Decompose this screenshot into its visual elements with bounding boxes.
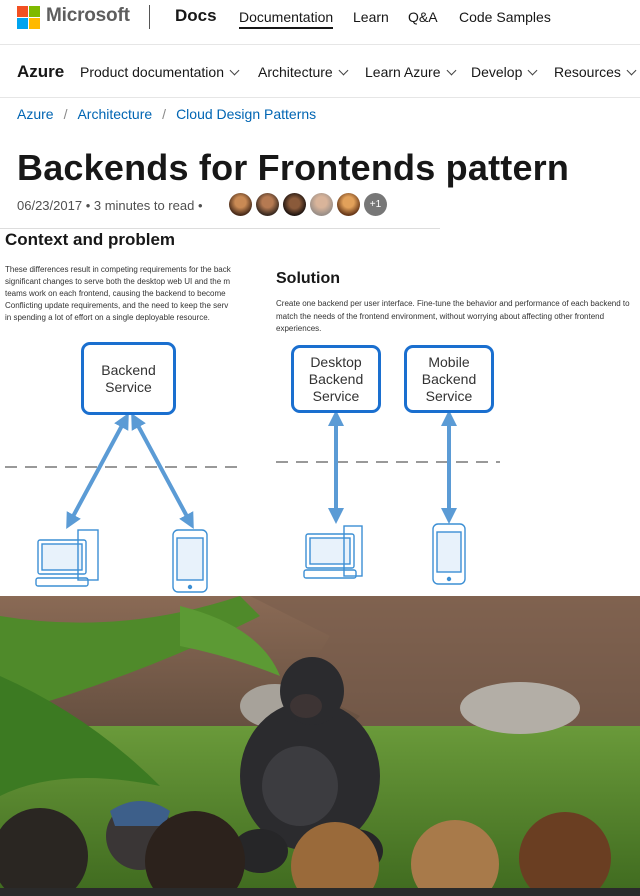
avatar[interactable] — [229, 193, 252, 216]
subnav-architecture[interactable]: Architecture — [258, 64, 349, 80]
chevron-down-icon — [446, 65, 456, 75]
top-header: Microsoft Docs Documentation Learn Q&A C… — [0, 0, 640, 36]
solution-line: experiences. — [276, 324, 322, 333]
avatar[interactable] — [337, 193, 360, 216]
avatar[interactable] — [283, 193, 306, 216]
solution-heading: Solution — [276, 270, 340, 287]
context-heading: Context and problem — [5, 230, 176, 249]
subnav-resources[interactable]: Resources — [554, 64, 637, 80]
meta-bullet: • — [85, 198, 94, 213]
nav-qa[interactable]: Q&A — [408, 9, 438, 25]
subnav-label: Resources — [554, 64, 621, 80]
article-meta: 06/23/2017 • 3 minutes to read • — [17, 198, 203, 213]
context-line: These differences result in competing re… — [5, 265, 231, 274]
context-line: significant changes to serve both the de… — [5, 277, 231, 286]
microsoft-logo-icon[interactable] — [17, 6, 40, 29]
chevron-down-icon — [338, 65, 349, 75]
breadcrumb-architecture[interactable]: Architecture — [77, 106, 153, 122]
contributors-list[interactable]: +1 — [229, 193, 387, 216]
context-line: in spending a lot of effort on a single … — [5, 313, 210, 322]
subnav-learn-azure[interactable]: Learn Azure — [365, 64, 456, 80]
breadcrumb-separator: / — [63, 106, 68, 122]
breadcrumb-separator: / — [162, 106, 167, 122]
mobile-backend-service-box: Mobile Backend Service — [404, 345, 494, 413]
solution-line: match the needs of the frontend environm… — [276, 311, 605, 321]
context-paragraph: These differences result in competing re… — [5, 264, 257, 324]
subnav-label: Learn Azure — [365, 64, 441, 80]
read-time: 3 minutes to read — [93, 198, 195, 213]
chevron-down-icon — [229, 65, 240, 75]
docs-home-link[interactable]: Docs — [175, 6, 217, 25]
header-divider — [149, 5, 150, 29]
gorilla-photo-illustration — [0, 596, 640, 896]
solution-paragraph: Create one backend per user interface. F… — [276, 298, 640, 336]
nav-documentation[interactable]: Documentation — [239, 9, 334, 29]
solution-line: Create one backend per user interface. F… — [276, 299, 630, 308]
subnav-develop[interactable]: Develop — [471, 64, 538, 80]
desktop-backend-service-box: Desktop Backend Service — [291, 345, 381, 413]
backend-service-box: Backend Service — [81, 342, 176, 415]
context-line: teams work on each frontend, causing the… — [5, 289, 226, 298]
nav-learn[interactable]: Learn — [353, 9, 389, 25]
subnav-product-documentation[interactable]: Product documentation — [80, 64, 240, 80]
chevron-down-icon — [626, 65, 637, 75]
azure-subnav: Azure Product documentation Architecture… — [0, 44, 640, 98]
subnav-label: Develop — [471, 64, 523, 80]
gorilla-photo — [0, 596, 640, 896]
nav-code-samples[interactable]: Code Samples — [459, 9, 551, 25]
breadcrumb: Azure / Architecture / Cloud Design Patt… — [17, 106, 316, 122]
article-date: 06/23/2017 — [17, 198, 83, 213]
subnav-label: Product documentation — [80, 64, 224, 80]
more-contributors-badge[interactable]: +1 — [364, 193, 387, 216]
avatar[interactable] — [310, 193, 333, 216]
avatar[interactable] — [256, 193, 279, 216]
azure-home-link[interactable]: Azure — [17, 62, 65, 81]
subnav-label: Architecture — [258, 64, 333, 80]
context-line: Conflicting update requirements, and the… — [5, 301, 229, 310]
brand-name[interactable]: Microsoft — [46, 5, 130, 26]
page-title: Backends for Frontends pattern — [17, 147, 570, 188]
breadcrumb-azure[interactable]: Azure — [17, 106, 54, 122]
meta-bullet: • — [197, 198, 203, 213]
breadcrumb-cloud-design-patterns[interactable]: Cloud Design Patterns — [176, 106, 317, 122]
chevron-down-icon — [527, 65, 538, 75]
